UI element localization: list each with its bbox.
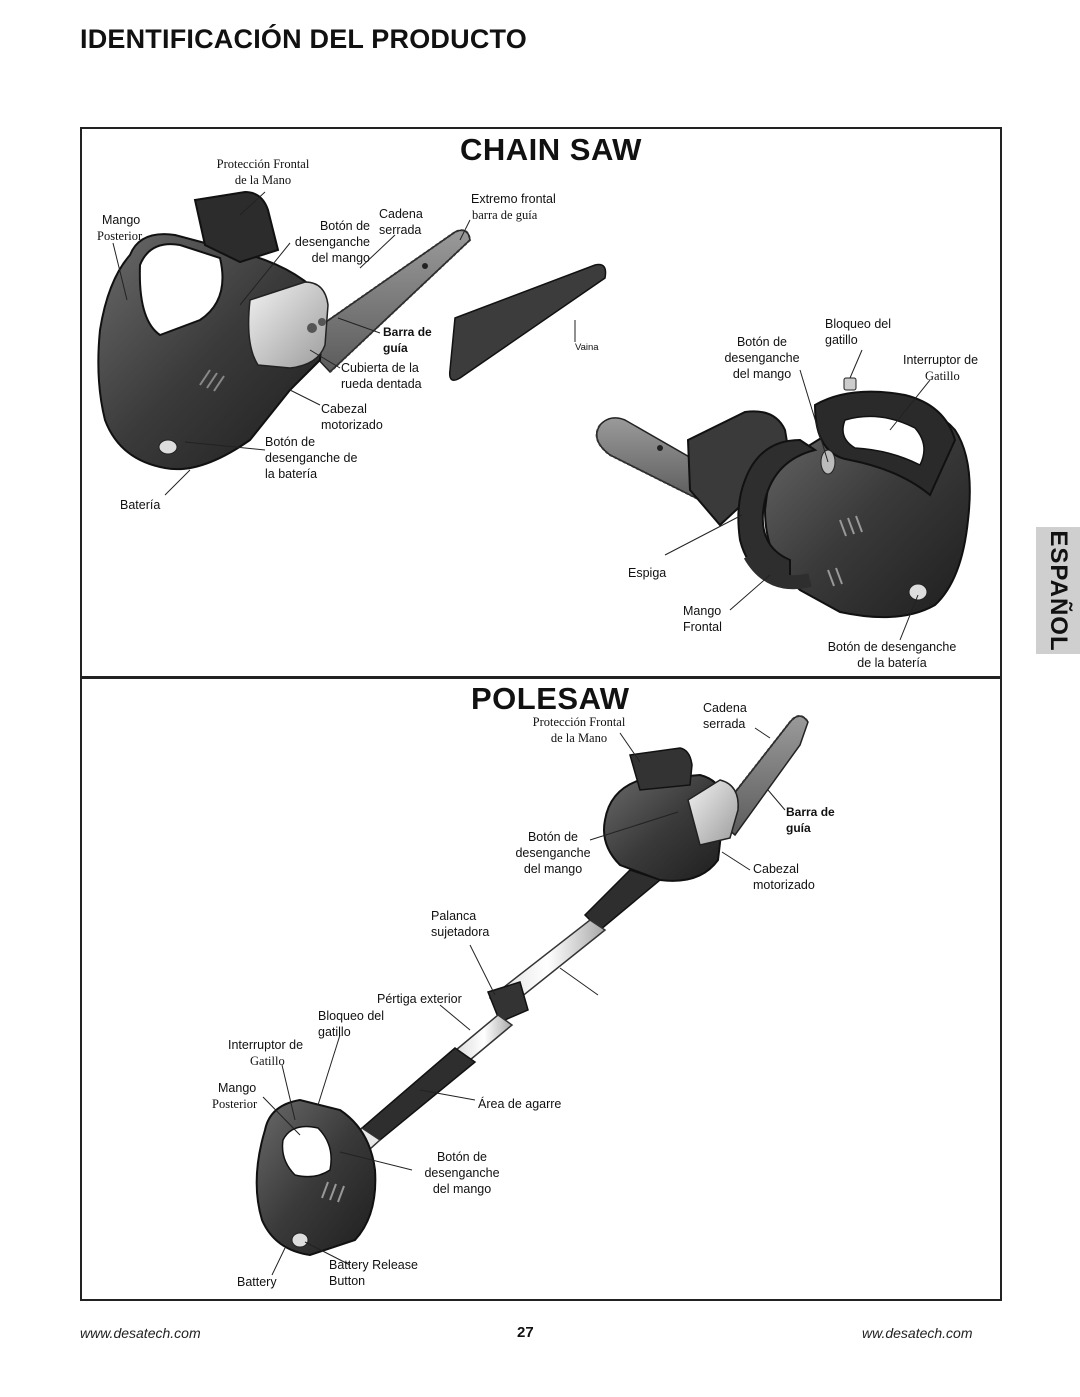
label-pole-trigger-lock: Bloqueo del gatillo	[318, 1009, 385, 1039]
polesaw-illustration	[255, 715, 809, 1257]
label-front-hand-guard: Protección Frontal de la Mano	[216, 157, 310, 187]
label-pole-trigger-switch-2: Gatillo	[250, 1054, 285, 1068]
footer-url-left: www.desatech.com	[80, 1325, 201, 1341]
label-motor-head: Cabezal motorizado	[321, 402, 383, 432]
label-pole-handle-release: Botón de desenganche del mango	[515, 830, 591, 876]
label-pole-rear-handle-2: Posterior	[212, 1097, 258, 1111]
label-bar-tip: Extremo frontal	[471, 192, 556, 206]
label-guide-bar: Barra de guía	[383, 325, 432, 355]
chainsaw-heading: CHAIN SAW	[460, 132, 642, 167]
label-battery: Batería	[120, 498, 161, 512]
chainsaw-panel	[80, 127, 1002, 678]
label-pole-front-guard: Protección Frontal de la Mano	[532, 715, 626, 745]
polesaw-panel	[80, 677, 1002, 1301]
label-trigger-switch-2: Gatillo	[925, 369, 960, 383]
label-chain: Cadena serrada	[379, 207, 423, 237]
label-pole-battery-release: Battery Release Button	[329, 1258, 418, 1288]
label-pole-grip-area: Área de agarre	[478, 1097, 562, 1111]
chainsaw-right-illustration	[595, 377, 971, 619]
label-pole-lever: Palanca sujetadora	[431, 909, 490, 939]
label-bar-tip-2: barra de guía	[472, 208, 538, 222]
page-title: IDENTIFICACIÓN DEL PRODUCTO	[80, 24, 527, 54]
polesaw-heading: POLESAW	[471, 681, 630, 716]
label-front-handle: Mango Frontal	[683, 604, 722, 634]
label-pole-chain: Cadena serrada	[703, 701, 747, 731]
chainsaw-left-illustration	[97, 190, 607, 471]
label-scabbard: Vaina	[575, 342, 599, 353]
label-trigger-switch: Interruptor de	[903, 353, 979, 367]
label-pole-rear-handle: Mango	[218, 1081, 257, 1095]
label-sprocket-cover: Cubierta de la rueda dentada	[341, 361, 422, 391]
language-tab: ESPAÑOL	[1036, 527, 1080, 654]
label-pole-guide-bar: Barra de guía	[786, 805, 835, 835]
label-battery-release-right: Botón de desenganche de la batería	[827, 640, 957, 670]
label-rear-handle-2: Posterior	[97, 229, 143, 243]
label-trigger-lock: Bloqueo del gatillo	[825, 317, 892, 347]
label-pole-outer-pole: Pértiga exterior	[377, 992, 462, 1006]
label-rear-handle: Mango	[102, 213, 141, 227]
label-handle-release-right: Botón de desenganche del mango	[724, 335, 800, 381]
label-handle-release: Botón de desenganche del mango	[294, 219, 370, 265]
label-pole-handle-release-2: Botón de desenganche del mango	[424, 1150, 500, 1196]
label-pole-motor-head: Cabezal motorizado	[753, 862, 815, 892]
label-battery-release: Botón de desenganche de la batería	[265, 435, 358, 481]
language-tab-label: ESPAÑOL	[1045, 529, 1072, 652]
label-pole-battery: Battery	[237, 1275, 277, 1289]
label-spike: Espiga	[628, 566, 667, 580]
page-number: 27	[517, 1324, 534, 1341]
leader-lines	[112, 191, 931, 1276]
label-pole-trigger-switch: Interruptor de	[228, 1038, 304, 1052]
footer-url-right: ww.desatech.com	[862, 1325, 973, 1341]
